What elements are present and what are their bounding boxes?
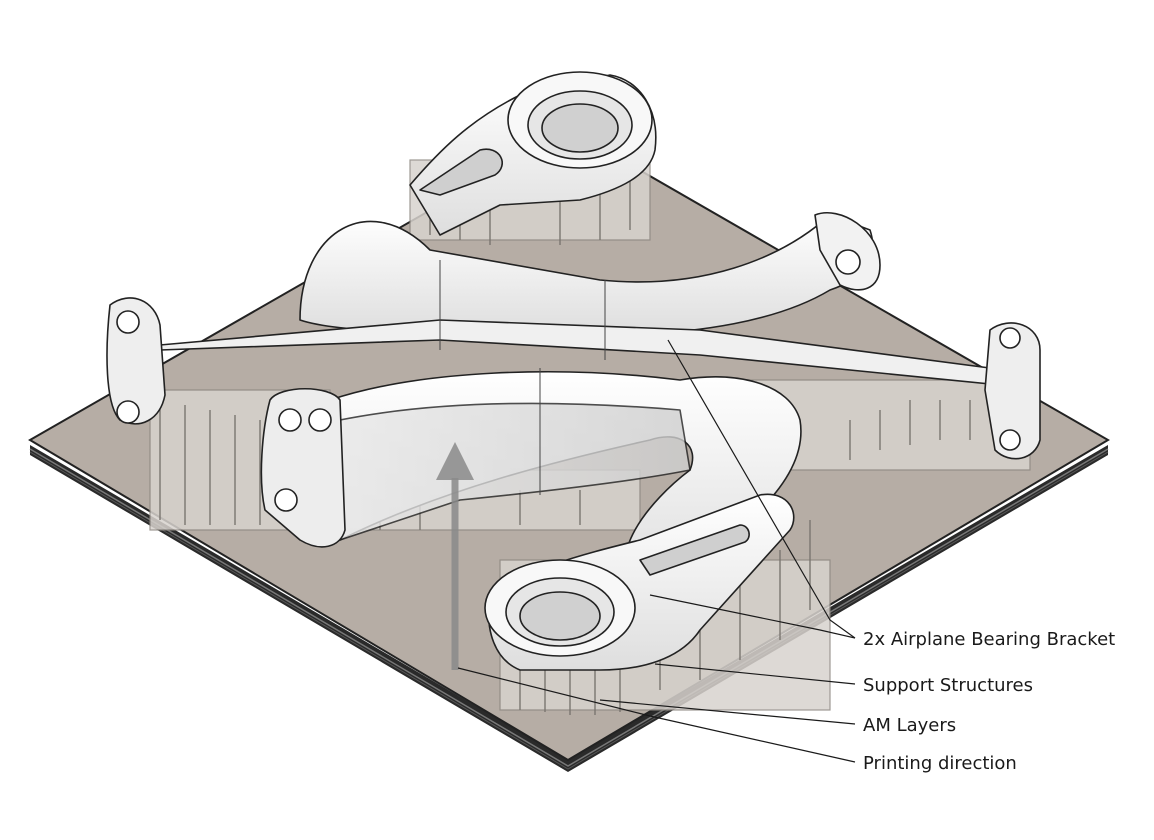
callout-line-bracket-2 [649, 594, 856, 639]
lug-hole-far-right-top [999, 327, 1021, 349]
callout-lines [457, 339, 856, 763]
plate-hole-2 [308, 408, 332, 432]
airplane-bearing-bracket-lower [260, 260, 802, 671]
lug-hole-right-upper [835, 249, 861, 275]
callout-line-supports [654, 663, 856, 685]
printing-direction-arrow [436, 442, 474, 670]
bearing-hole-lower [519, 591, 601, 641]
bearing-hole-upper [541, 103, 619, 153]
plate-hole-3 [274, 488, 298, 512]
lug-hole-far-right-bottom [999, 429, 1021, 451]
plate-hole-1 [278, 408, 302, 432]
airplane-bearing-bracket-upper [106, 71, 1041, 460]
lug-hole-left-bottom [116, 400, 140, 424]
label-printing-direction: Printing direction [863, 753, 1017, 774]
label-bearing-bracket: 2x Airplane Bearing Bracket [863, 629, 1115, 650]
label-support-structures: Support Structures [863, 675, 1033, 696]
label-am-layers: AM Layers [863, 715, 956, 736]
callout-line-direction [457, 667, 856, 763]
lug-hole-left-top [116, 310, 140, 334]
callout-line-layers [599, 699, 856, 725]
callout-line-bracket-1 [667, 339, 856, 639]
